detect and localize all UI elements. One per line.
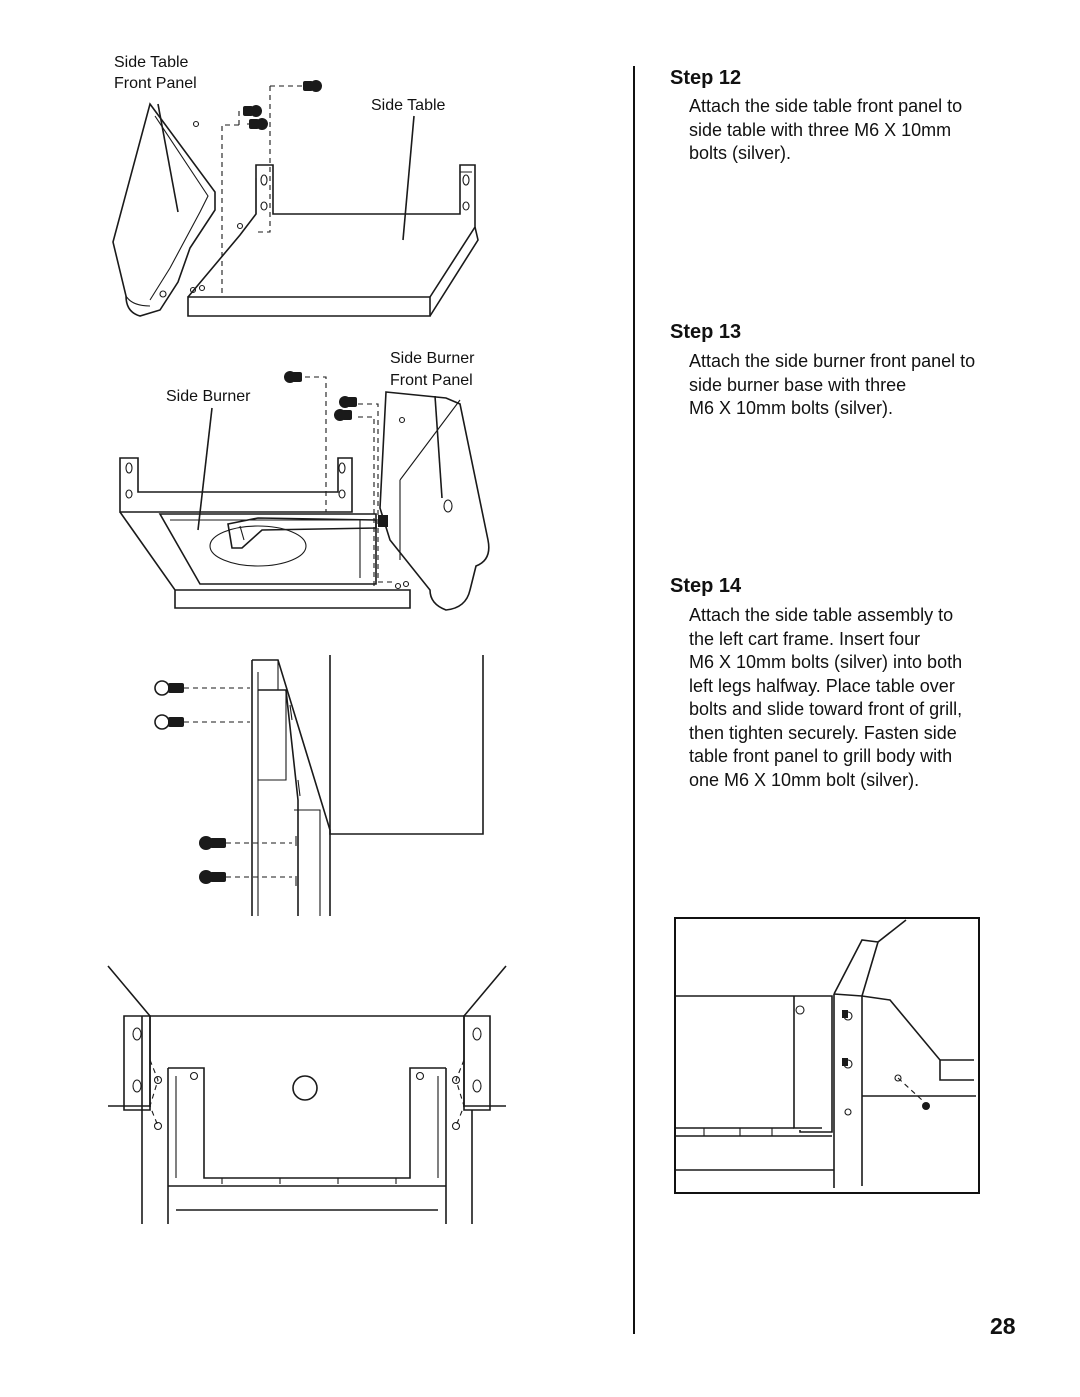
step-13-instructions: Attach the side burner front panel to si… <box>689 350 1019 421</box>
step-13-title: Step 13 <box>670 321 742 343</box>
column-divider <box>633 66 635 1334</box>
step-14-line: bolts and slide toward front of grill, <box>689 699 963 719</box>
label-side-table: Side Table <box>371 97 446 114</box>
step-14-line: one M6 X 10mm bolt (silver). <box>689 769 920 790</box>
page-number: 28 <box>990 1313 1016 1339</box>
step-14-line: table front panel to grill body with <box>689 746 953 766</box>
step14-frame-side-illustration <box>154 655 484 916</box>
step-14-line: then tighten securely. Fasten side <box>689 722 957 743</box>
step13-illustration <box>119 371 490 611</box>
step-12-line: bolts (silver). <box>689 143 792 163</box>
step-14-instructions: Attach the side table assembly to the le… <box>689 604 1019 792</box>
step-14-line: M6 X 10mm bolts (silver) into both <box>689 652 963 672</box>
step-14-title: Step 14 <box>670 575 742 597</box>
step-14-line: left legs halfway. Place table over <box>689 675 955 696</box>
label-side-burner-front-panel-line2: Front Panel <box>390 372 473 389</box>
label-side-burner-front-panel-line1: Side Burner <box>390 350 475 367</box>
step-14-line: Attach the side table assembly to <box>689 605 954 625</box>
label-side-table-front-panel-line1: Side Table <box>114 54 189 71</box>
step-13-line: side burner base with three <box>689 374 907 395</box>
step-12-instructions: Attach the side table front panel to sid… <box>689 95 1019 166</box>
step-13-line: M6 X 10mm bolts (silver). <box>689 398 894 418</box>
step14-frame-front-illustration <box>107 965 507 1224</box>
step14-detail-illustration <box>676 919 976 1188</box>
label-side-table-front-panel-line2: Front Panel <box>114 75 197 92</box>
step-13-line: Attach the side burner front panel to <box>689 351 976 371</box>
step-14-line: the left cart frame. Insert four <box>689 628 921 649</box>
step-12-line: side table with three M6 X 10mm <box>689 119 952 140</box>
detail-frame-box <box>674 917 980 1194</box>
step-12-line: Attach the side table front panel to <box>689 96 963 116</box>
step-12-title: Step 12 <box>670 67 742 89</box>
step12-illustration <box>112 80 479 317</box>
label-side-burner: Side Burner <box>166 388 251 405</box>
